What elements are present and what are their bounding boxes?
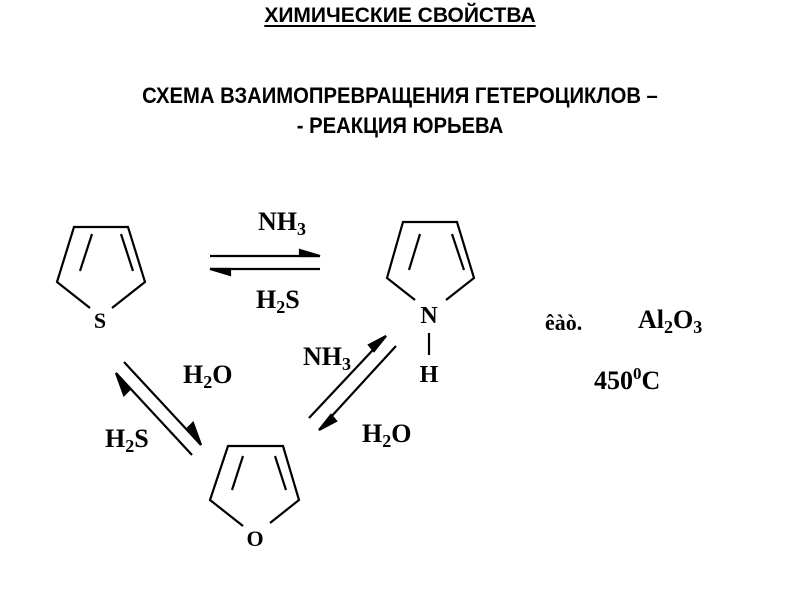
temperature-label: 4500C	[594, 364, 660, 395]
reagent-nh3-top: NH3	[258, 207, 306, 239]
reagent-h2s-bottom: H2S	[256, 285, 300, 317]
reagent-h2o-right: H2O	[362, 419, 411, 451]
reagent-h2s-left: H2S	[105, 424, 149, 456]
subtitle-line-2: - РЕАКЦИЯ ЮРЬЕВА	[296, 113, 504, 138]
equilibrium-arrows-thiophene-furan	[114, 361, 203, 456]
catalyst-formula: Al2O3	[638, 305, 702, 337]
slide-title: ХИМИЧЕСКИЕ СВОЙСТВА	[264, 4, 536, 27]
sulfur-atom-label: S	[94, 308, 106, 333]
equilibrium-arrows-thiophene-pyrrole	[209, 248, 321, 277]
subtitle-line-1: СХЕМА ВЗАИМОПРЕВРАЩЕНИЯ ГЕТЕРОЦИКЛОВ –	[142, 83, 658, 108]
slide-subtitle: СХЕМА ВЗАИМОПРЕВРАЩЕНИЯ ГЕТЕРОЦИКЛОВ – -…	[32, 81, 768, 141]
hydrogen-atom-label: H	[420, 362, 439, 388]
equilibrium-arrows-furan-pyrrole	[308, 335, 397, 431]
reagent-h2o-left: H2O	[183, 360, 232, 392]
nitrogen-atom-label: N	[420, 303, 438, 329]
oxygen-atom-label: O	[246, 526, 263, 551]
thiophene-ring	[55, 225, 147, 309]
reagent-nh3-right: NH3	[303, 342, 351, 374]
pyrrole-ring	[385, 220, 476, 355]
catalyst-label: êàò.	[545, 310, 582, 335]
furan-ring	[208, 444, 301, 527]
